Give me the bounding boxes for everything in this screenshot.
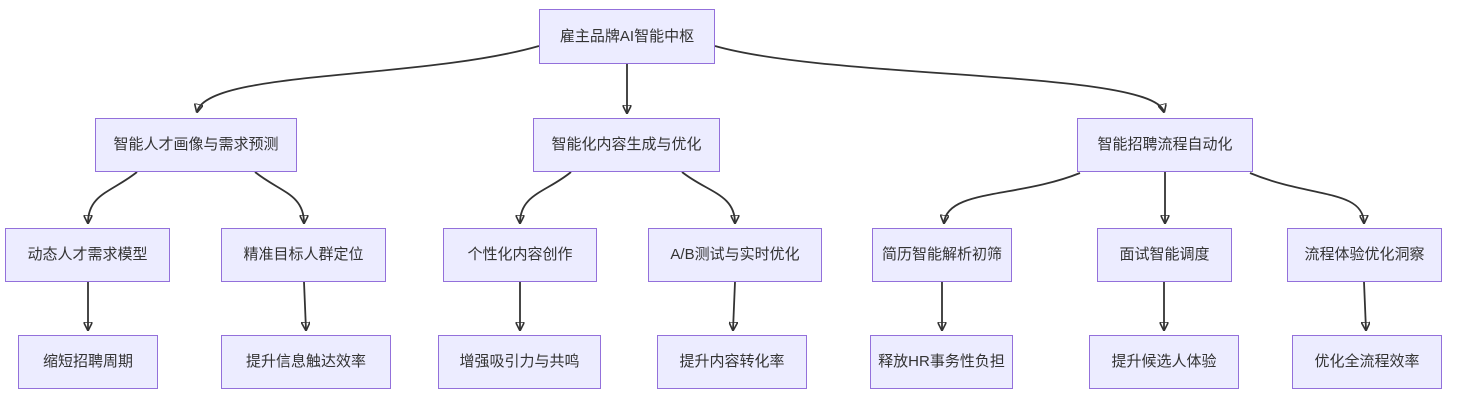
edge-talent-insight-to-demand-model [88,171,138,223]
edge-process-insight-to-full-process [1364,281,1366,330]
node-interview-sched: 面试智能调度 [1097,228,1232,282]
edge-talent-insight-to-targeting [254,171,304,223]
edge-content-gen-to-ab-test [681,171,735,223]
edge-root-to-recruit-auto [714,45,1164,112]
edge-root-to-talent-insight [197,45,540,112]
node-full-process: 优化全流程效率 [1292,335,1442,389]
node-shorten-cycle: 缩短招聘周期 [18,335,158,389]
node-root: 雇主品牌AI智能中枢 [539,9,715,64]
edge-targeting-to-info-reach [304,281,306,330]
node-ab-test: A/B测试与实时优化 [648,228,822,282]
node-resume-screen: 简历智能解析初筛 [872,228,1012,282]
node-attraction: 增强吸引力与共鸣 [438,335,601,389]
node-personalized: 个性化内容创作 [443,228,597,282]
edge-recruit-auto-to-process-insight [1249,172,1364,223]
node-candidate-exp: 提升候选人体验 [1089,335,1239,389]
edge-content-gen-to-personalized [520,171,572,223]
edge-ab-test-to-conversion [733,281,735,330]
edge-recruit-auto-to-resume-screen [944,172,1081,223]
node-talent-insight: 智能人才画像与需求预测 [95,118,297,172]
node-targeting: 精准目标人群定位 [221,228,386,282]
node-content-gen: 智能化内容生成与优化 [533,118,720,172]
node-process-insight: 流程体验优化洞察 [1287,228,1442,282]
node-recruit-auto: 智能招聘流程自动化 [1077,118,1253,172]
node-info-reach: 提升信息触达效率 [221,335,391,389]
node-demand-model: 动态人才需求模型 [5,228,170,282]
node-hr-workload: 释放HR事务性负担 [870,335,1013,389]
node-conversion: 提升内容转化率 [657,335,807,389]
